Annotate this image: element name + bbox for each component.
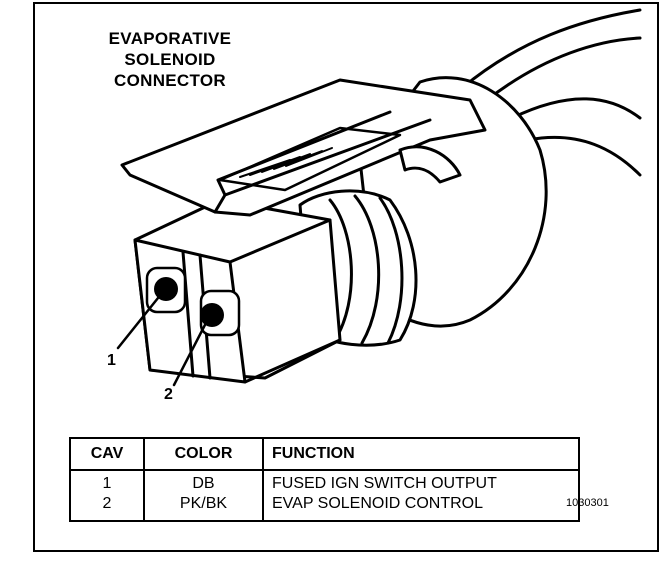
wire-3 <box>510 97 642 120</box>
leader-line-2 <box>172 317 210 387</box>
table-row: 1 2 DB PK/BK FUSED IGN SWITCH OUTPUT EVA… <box>69 469 580 522</box>
title-line-1: EVAPORATIVE <box>108 29 232 48</box>
cav-value: 1 <box>102 475 112 492</box>
function-cell: FUSED IGN SWITCH OUTPUT EVAP SOLENOID CO… <box>262 469 580 522</box>
pin-1-label: 1 <box>107 352 116 369</box>
cav-value: 2 <box>102 495 112 512</box>
wire-1 <box>460 8 642 90</box>
function-value: FUSED IGN SWITCH OUTPUT <box>272 475 497 492</box>
header-color: COLOR <box>143 437 264 471</box>
header-function: FUNCTION <box>262 437 580 471</box>
terminal-cavity-2 <box>200 303 224 327</box>
table-header-row: CAV COLOR FUNCTION <box>69 437 580 471</box>
cav-cell: 1 2 <box>69 469 145 522</box>
color-value: PK/BK <box>179 495 228 512</box>
header-cav: CAV <box>69 437 145 471</box>
title-line-3: CONNECTOR <box>114 71 226 90</box>
leader-line-1 <box>116 291 164 350</box>
diagram-title: EVAPORATIVE SOLENOID CONNECTOR <box>80 28 260 91</box>
function-value: EVAP SOLENOID CONTROL <box>272 495 484 512</box>
color-value: DB <box>192 475 215 492</box>
cavity-function-table: CAV COLOR FUNCTION 1 2 DB PK/BK FUSED IG… <box>69 437 580 522</box>
title-line-2: SOLENOID <box>124 50 216 69</box>
wire-2 <box>485 36 642 102</box>
color-cell: DB PK/BK <box>143 469 264 522</box>
wire-4 <box>526 135 642 177</box>
pin-2-label: 2 <box>164 386 173 403</box>
figure-frame <box>33 2 659 552</box>
figure-id: 1030301 <box>566 497 609 509</box>
